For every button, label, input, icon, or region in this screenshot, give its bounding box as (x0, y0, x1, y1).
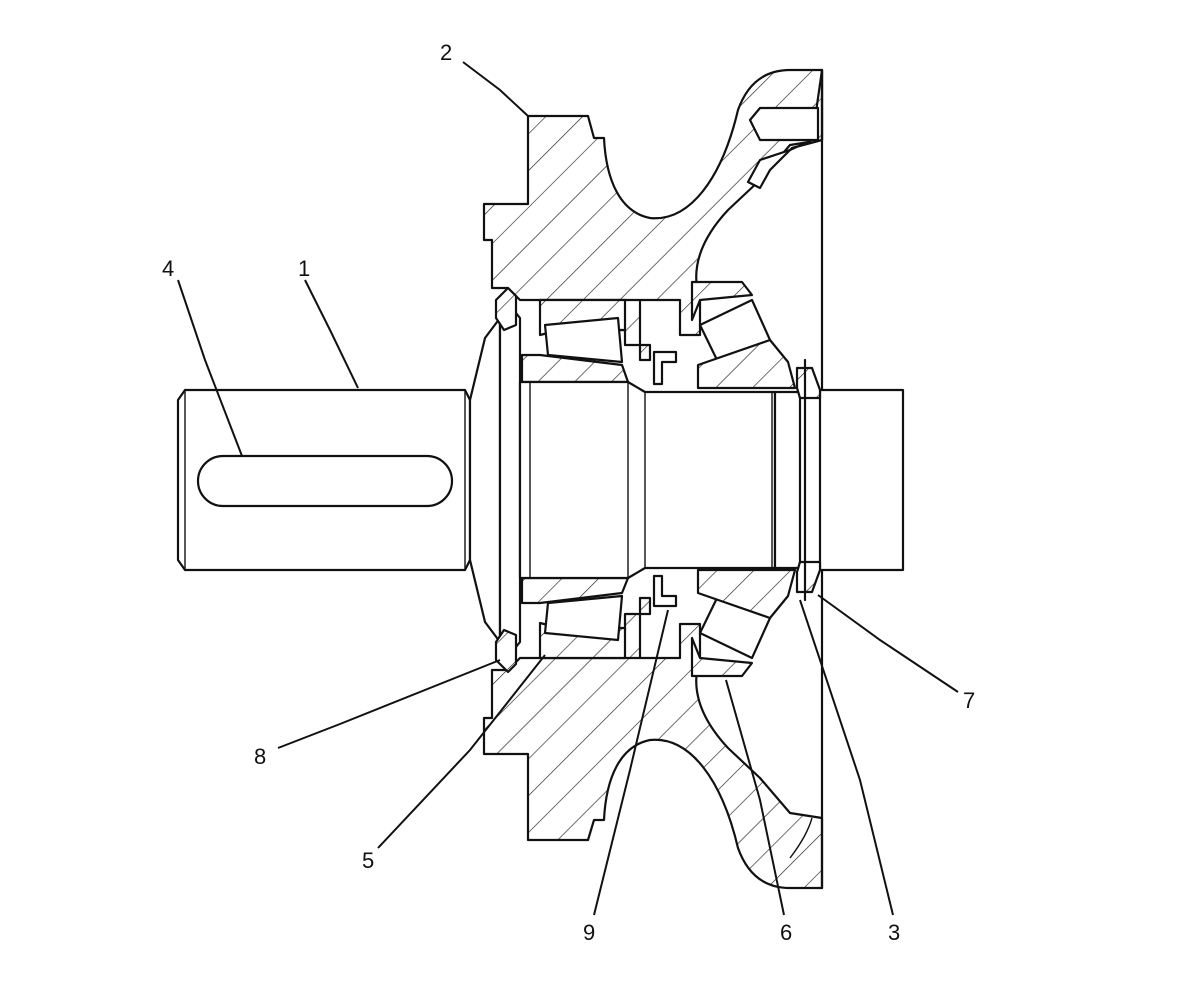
callout-3: 3 (888, 920, 900, 945)
seal-9-lower (652, 574, 678, 608)
shaft (176, 306, 905, 654)
leader-7 (817, 594, 959, 693)
bearing-right-cone-lower (696, 568, 797, 620)
callout-8: 8 (254, 744, 266, 769)
callout-labels: 1 2 3 4 5 6 7 8 9 (162, 40, 975, 945)
housing-lower-section (482, 596, 824, 890)
bearing-left-cone-lower (520, 576, 630, 605)
bearing-right-cup-upper (690, 280, 754, 322)
bearings (520, 280, 797, 678)
leader-5 (377, 654, 546, 849)
callout-7: 7 (963, 688, 975, 713)
bearing-right-cone-upper (696, 338, 797, 390)
shaft-flange-plate (498, 306, 522, 654)
bearing-right-cup-lower (690, 636, 754, 678)
leader-8 (277, 659, 501, 749)
seal-8-lower (494, 628, 518, 674)
leader-2 (462, 61, 529, 117)
shaft-body (518, 380, 777, 580)
leader-lines (177, 61, 959, 916)
housing-upper-flange (746, 68, 824, 190)
callout-4: 4 (162, 256, 174, 281)
shaft-output-end (773, 390, 802, 570)
callout-5: 5 (362, 848, 374, 873)
seal-9-upper (652, 350, 678, 386)
housing-upper-section (482, 68, 824, 362)
leader-3 (799, 599, 894, 916)
callout-1: 1 (298, 256, 310, 281)
lock-nut-upper (795, 366, 822, 400)
seal-8-upper (494, 286, 518, 332)
bolt-hole-upper (748, 106, 820, 142)
callout-2: 2 (440, 40, 452, 65)
housing-inner-contour-lower (789, 817, 813, 859)
leader-4 (177, 279, 243, 457)
bearing-left-roller-upper (543, 316, 624, 364)
leader-9 (593, 609, 669, 916)
housing-hub (482, 68, 824, 890)
bearing-left-cone-upper (520, 353, 630, 384)
keyway-slot (196, 454, 454, 508)
callout-9: 9 (583, 920, 595, 945)
leader-6 (725, 679, 785, 916)
callout-6: 6 (780, 920, 792, 945)
bearing-left-roller-lower (543, 594, 624, 642)
seals (494, 286, 678, 674)
shaft-flange (468, 316, 502, 644)
shaft-tail (818, 388, 905, 572)
nut-assembly (795, 358, 822, 602)
leader-1 (304, 279, 359, 389)
lock-nut-lower (795, 560, 822, 594)
